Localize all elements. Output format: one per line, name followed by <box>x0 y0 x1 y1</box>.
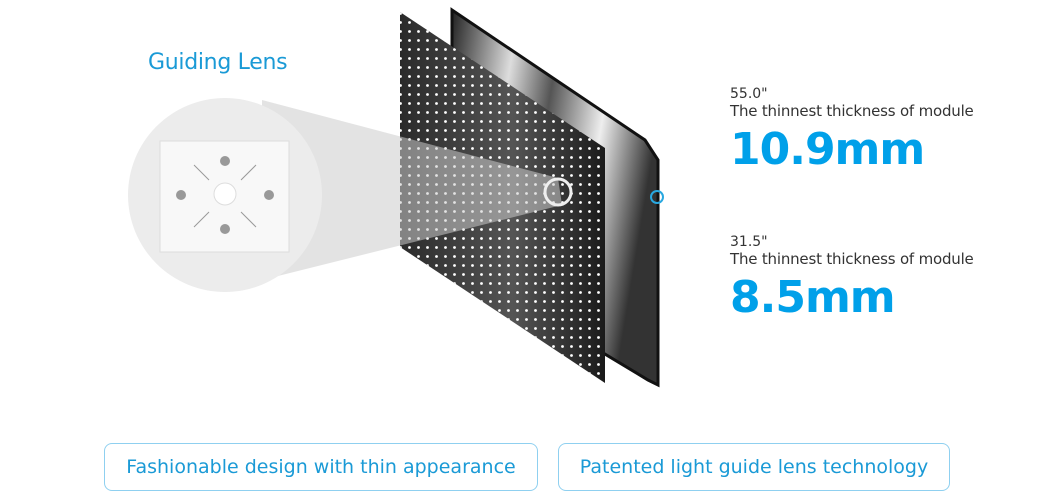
thickness-pointer <box>650 190 998 204</box>
magnifier-beam <box>262 100 573 280</box>
feature-thin-design[interactable]: Fashionable design with thin appearance <box>104 443 538 491</box>
guiding-lens-heading: Guiding Lens <box>148 50 288 75</box>
spec-31-5: 31.5" The thinnest thickness of module 8… <box>730 234 974 320</box>
spec-description: The thinnest thickness of module <box>730 102 974 120</box>
spec-value: 8.5mm <box>730 272 896 323</box>
spec-value: 10.9mm <box>730 124 925 175</box>
spec-description: The thinnest thickness of module <box>730 250 974 268</box>
spec-size: 31.5" <box>730 234 768 250</box>
lens-closeup <box>128 98 322 292</box>
feature-light-guide-lens[interactable]: Patented light guide lens technology <box>558 443 950 491</box>
spec-size: 55.0" <box>730 86 768 102</box>
spec-55: 55.0" The thinnest thickness of module 1… <box>730 86 974 172</box>
